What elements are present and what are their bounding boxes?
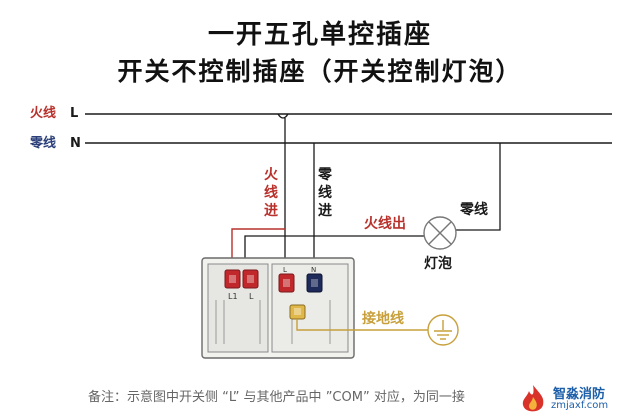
lamp-neutral-label: 零线 — [459, 201, 488, 218]
lamp-icon — [423, 216, 457, 250]
terminal-socket-l-label: L — [283, 266, 287, 274]
live-in-char-1: 火 — [264, 167, 279, 183]
lamp-neutral-wire — [452, 143, 501, 231]
ground-label: 接地线 — [362, 310, 404, 327]
ground-wire — [296, 319, 428, 331]
live-bus-tap — [277, 113, 289, 119]
live-in-char-3: 进 — [264, 203, 278, 219]
diagram-subtitle: 开关不控制插座（开关控制灯泡） — [117, 57, 523, 86]
neutral-bus-letter: N — [70, 136, 81, 151]
neutral-bus-label: 零线 — [29, 135, 56, 151]
terminal-socket-l — [278, 273, 295, 293]
logo-name: 智淼消防 — [553, 387, 606, 402]
terminal-l1 — [224, 269, 241, 289]
live-bus-letter: L — [70, 106, 78, 121]
neutral-in-char-2: 线 — [318, 184, 332, 201]
diagram-title: 一开五孔单控插座 — [207, 20, 432, 50]
logo: 智淼消防 zmjaxf.com — [513, 382, 637, 418]
footnote: 备注：示意图中开关侧 “L” 与其他产品中 ”COM” 对应，为同一接 — [88, 390, 465, 405]
terminal-l1-label: L1 — [228, 292, 238, 301]
neutral-in-char-3: 进 — [318, 203, 332, 219]
terminal-socket-n-label: N — [311, 266, 316, 274]
terminal-l-label: L — [249, 292, 254, 301]
neutral-in-char-1: 零 — [317, 166, 333, 183]
switch-live-wire — [231, 228, 285, 264]
terminal-socket-n — [306, 273, 323, 293]
brand-flame-icon — [522, 385, 544, 412]
ground-symbol-icon — [427, 314, 459, 346]
live-out-label: 火线出 — [364, 215, 406, 232]
switch-live-out-wire — [244, 235, 428, 264]
terminal-l — [242, 269, 259, 289]
logo-url: zmjaxf.com — [551, 400, 609, 411]
lamp-label: 灯泡 — [424, 255, 452, 272]
terminal-ground — [289, 304, 306, 320]
live-bus-label: 火线 — [30, 105, 56, 121]
live-in-char-2: 线 — [264, 184, 278, 201]
